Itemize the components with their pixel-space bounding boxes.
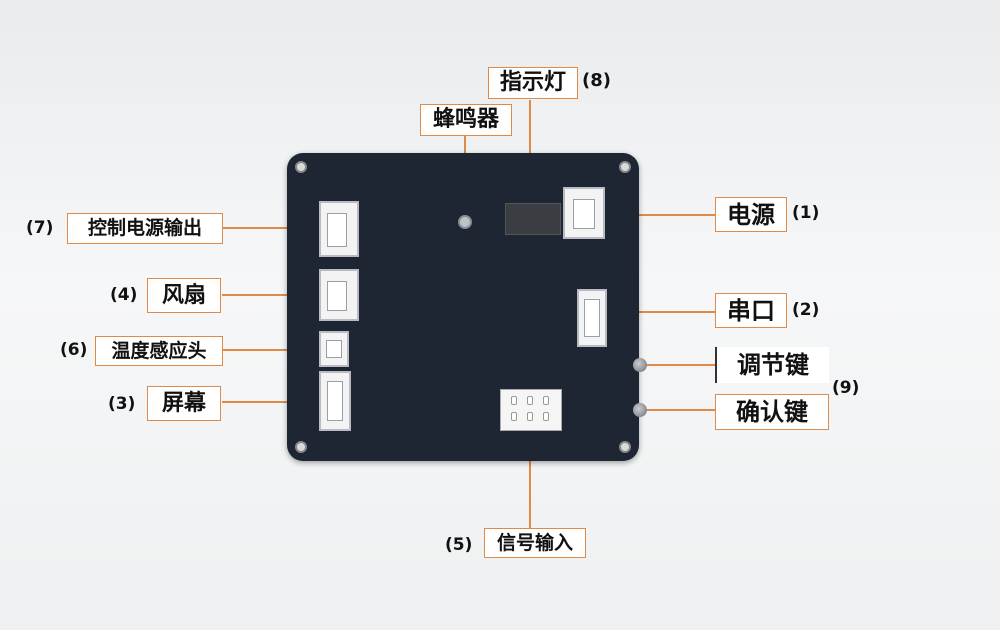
label-adjust-key: 调节键: [715, 347, 829, 383]
label-buzzer: 蜂鸣器: [420, 104, 512, 136]
number-screen: (3): [108, 394, 136, 414]
label-confirm-key: 确认键: [715, 394, 829, 430]
number-signal-input: (5): [445, 535, 473, 555]
control-board: [287, 153, 647, 461]
label-power: 电源: [715, 197, 787, 232]
number-control-output: (7): [26, 218, 54, 238]
label-control-output: 控制电源输出: [67, 213, 223, 244]
label-indicator: 指示灯: [488, 67, 578, 99]
signal-input-block: [500, 389, 562, 431]
control-output-connector: [319, 201, 359, 257]
serial-connector: [577, 289, 607, 347]
number-serial: (2): [792, 300, 820, 320]
number-temp-sensor: (6): [60, 340, 88, 360]
indicator-led: [505, 203, 561, 235]
screen-connector: [319, 371, 351, 431]
confirm-knob: [633, 403, 647, 417]
number-indicator: (8): [582, 70, 611, 91]
label-screen: 屏幕: [147, 386, 221, 421]
mount-hole-top-right: [619, 161, 631, 173]
temp-sensor-connector: [319, 331, 349, 367]
buzzer-component: [458, 215, 472, 229]
label-fan: 风扇: [147, 278, 221, 313]
number-keys: (9): [832, 378, 860, 398]
mount-hole-top-left: [295, 161, 307, 173]
mount-hole-bottom-left: [295, 441, 307, 453]
power-connector: [563, 187, 605, 239]
number-power: (1): [792, 203, 820, 223]
label-serial: 串口: [715, 293, 787, 328]
fan-connector: [319, 269, 359, 321]
label-signal-input: 信号输入: [484, 528, 586, 558]
adjust-knob: [633, 358, 647, 372]
number-fan: (4): [110, 285, 138, 305]
mount-hole-bottom-right: [619, 441, 631, 453]
label-temp-sensor: 温度感应头: [95, 336, 223, 366]
